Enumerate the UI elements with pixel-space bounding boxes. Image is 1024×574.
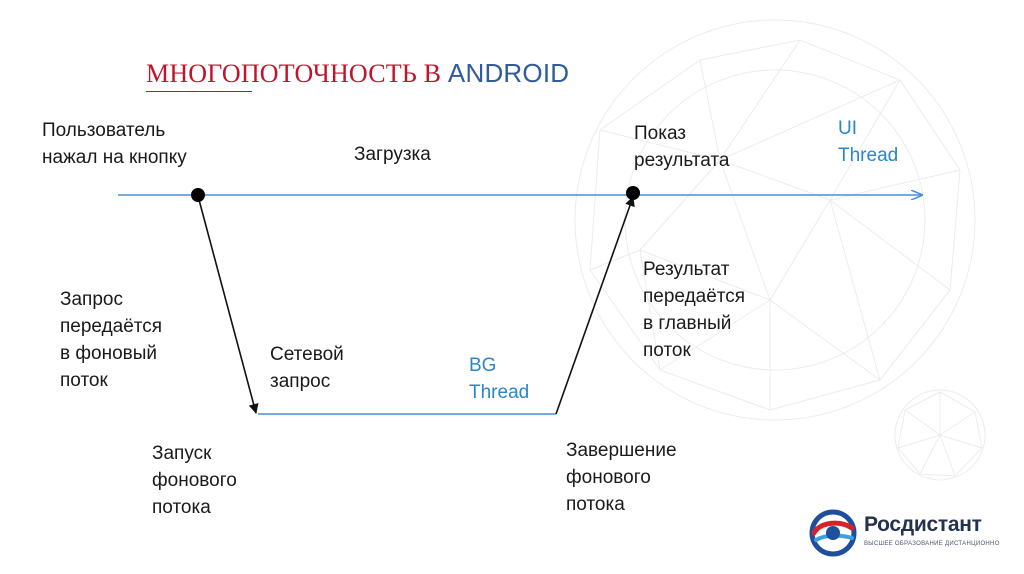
label-bg-thread: BG Thread (469, 352, 529, 406)
logo-name: Росдистант (864, 513, 982, 537)
rosdistant-emblem-icon (808, 508, 858, 558)
rosdistant-logo: Росдистант ВЫСШЕЕ ОБРАЗОВАНИЕ ДИСТАНЦИОН… (806, 505, 1006, 563)
label-network-request: Сетевой запрос (270, 341, 344, 395)
label-request-sent: Запрос передаётся в фоновый поток (60, 286, 162, 394)
label-ui-thread: UI Thread (838, 115, 898, 169)
button-press-dot (191, 188, 205, 202)
label-result-sent: Результат передаётся в главный поток (643, 256, 745, 364)
label-finish-bg: Завершение фонового потока (566, 437, 677, 518)
label-loading: Загрузка (354, 141, 431, 168)
logo-tagline: ВЫСШЕЕ ОБРАЗОВАНИЕ ДИСТАНЦИОННО (864, 541, 1000, 547)
show-result-dot (626, 186, 640, 200)
label-start-bg: Запуск фонового потока (152, 440, 237, 521)
label-user-pressed: Пользователь нажал на кнопку (42, 117, 187, 171)
request-arrow (198, 196, 256, 413)
label-show-result: Показ результата (634, 120, 730, 174)
result-arrow (556, 197, 633, 414)
